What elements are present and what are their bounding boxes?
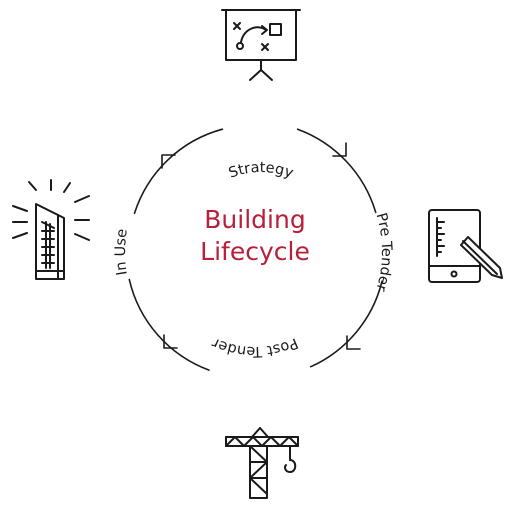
tablet-stylus-icon — [428, 209, 503, 283]
stage-label-strategy: Strategy — [227, 160, 296, 182]
office-building-icon — [12, 179, 90, 280]
title-line-1: Building — [204, 205, 306, 234]
stage-label-pre-tender: Pre Tender — [372, 211, 394, 293]
strategy-board-icon — [221, 9, 301, 81]
circle-segment-top-right — [296, 128, 377, 214]
stage-label-post-tender: Post Tender — [210, 334, 300, 359]
circle-segment-bottom-left — [128, 278, 210, 371]
diagram-title: Building Lifecycle — [150, 204, 360, 268]
circle-segment-bottom-right — [310, 280, 383, 368]
arrowhead-bottom-left — [163, 334, 178, 349]
arrowhead-top-right — [332, 142, 347, 157]
circle-segment-top-left — [133, 128, 224, 215]
lifecycle-circle — [128, 128, 383, 371]
arrowhead-bottom-right — [346, 335, 361, 350]
tower-crane-icon — [225, 427, 299, 499]
arrowhead-top-left — [161, 154, 176, 169]
title-line-2: Lifecycle — [200, 237, 310, 266]
stage-label-in-use: In Use — [113, 228, 131, 277]
